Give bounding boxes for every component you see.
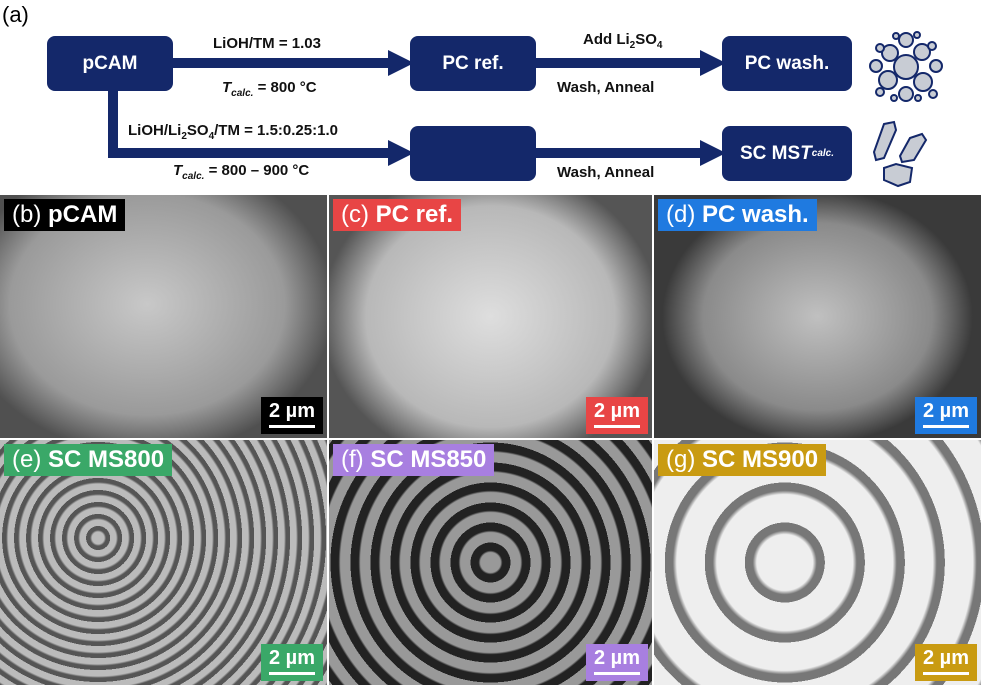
edge-label: Tcalc. = 800 – 900 °C <box>173 162 310 182</box>
panel-badge: (d) PC wash. <box>658 199 817 231</box>
arrow-line <box>108 148 393 158</box>
edge-label: Wash, Anneal <box>557 79 655 96</box>
arrow-head-icon <box>388 50 414 76</box>
arrow-head-icon <box>700 140 726 166</box>
sem-image-sc-ms850: (f) SC MS850 2 µm <box>329 440 652 685</box>
panel-badge: (e) SC MS800 <box>4 444 173 476</box>
scale-bar: 2 µm <box>261 397 323 434</box>
panel-badge: (f) SC MS850 <box>333 444 495 476</box>
node-pcam: pCAM <box>47 36 173 91</box>
arrow-head-icon <box>700 50 726 76</box>
node-intermediate <box>410 126 536 181</box>
panel-badge: (c) PC ref. <box>333 199 462 231</box>
scale-bar: 2 µm <box>915 397 977 434</box>
edge-label: LiOH/TM = 1.03 <box>213 35 321 52</box>
sem-image-pc-ref: (c) PC ref. 2 µm <box>329 195 652 438</box>
node-pc-wash: PC wash. <box>722 36 852 91</box>
single-crystal-icon <box>872 120 928 188</box>
node-pc-ref: PC ref. <box>410 36 536 91</box>
panel-badge: (g) SC MS900 <box>658 444 827 476</box>
sem-image-sc-ms900: (g) SC MS900 2 µm <box>654 440 981 685</box>
sem-image-pc-wash: (d) PC wash. 2 µm <box>654 195 981 438</box>
scale-bar: 2 µm <box>261 644 323 681</box>
arrow-head-icon <box>388 140 414 166</box>
scale-bar: 2 µm <box>915 644 977 681</box>
arrow-line <box>108 91 118 158</box>
scale-bar: 2 µm <box>586 397 648 434</box>
edge-label: Tcalc. = 800 °C <box>222 79 317 99</box>
panel-label-a: (a) <box>2 2 29 27</box>
polycrystal-icon <box>869 31 943 102</box>
sem-image-pcam: (b) pCAM 2 µm <box>0 195 327 438</box>
edge-label: Wash, Anneal <box>557 164 655 181</box>
sem-image-sc-ms800: (e) SC MS800 2 µm <box>0 440 327 685</box>
edge-label: Add Li2SO4 <box>583 31 663 51</box>
edge-label: LiOH/Li2SO4/TM = 1.5:0.25:1.0 <box>128 122 338 142</box>
panel-badge: (b) pCAM <box>4 199 126 231</box>
arrow-line <box>173 58 393 68</box>
arrow-line <box>536 148 706 158</box>
arrow-line <box>536 58 706 68</box>
scale-bar: 2 µm <box>586 644 648 681</box>
